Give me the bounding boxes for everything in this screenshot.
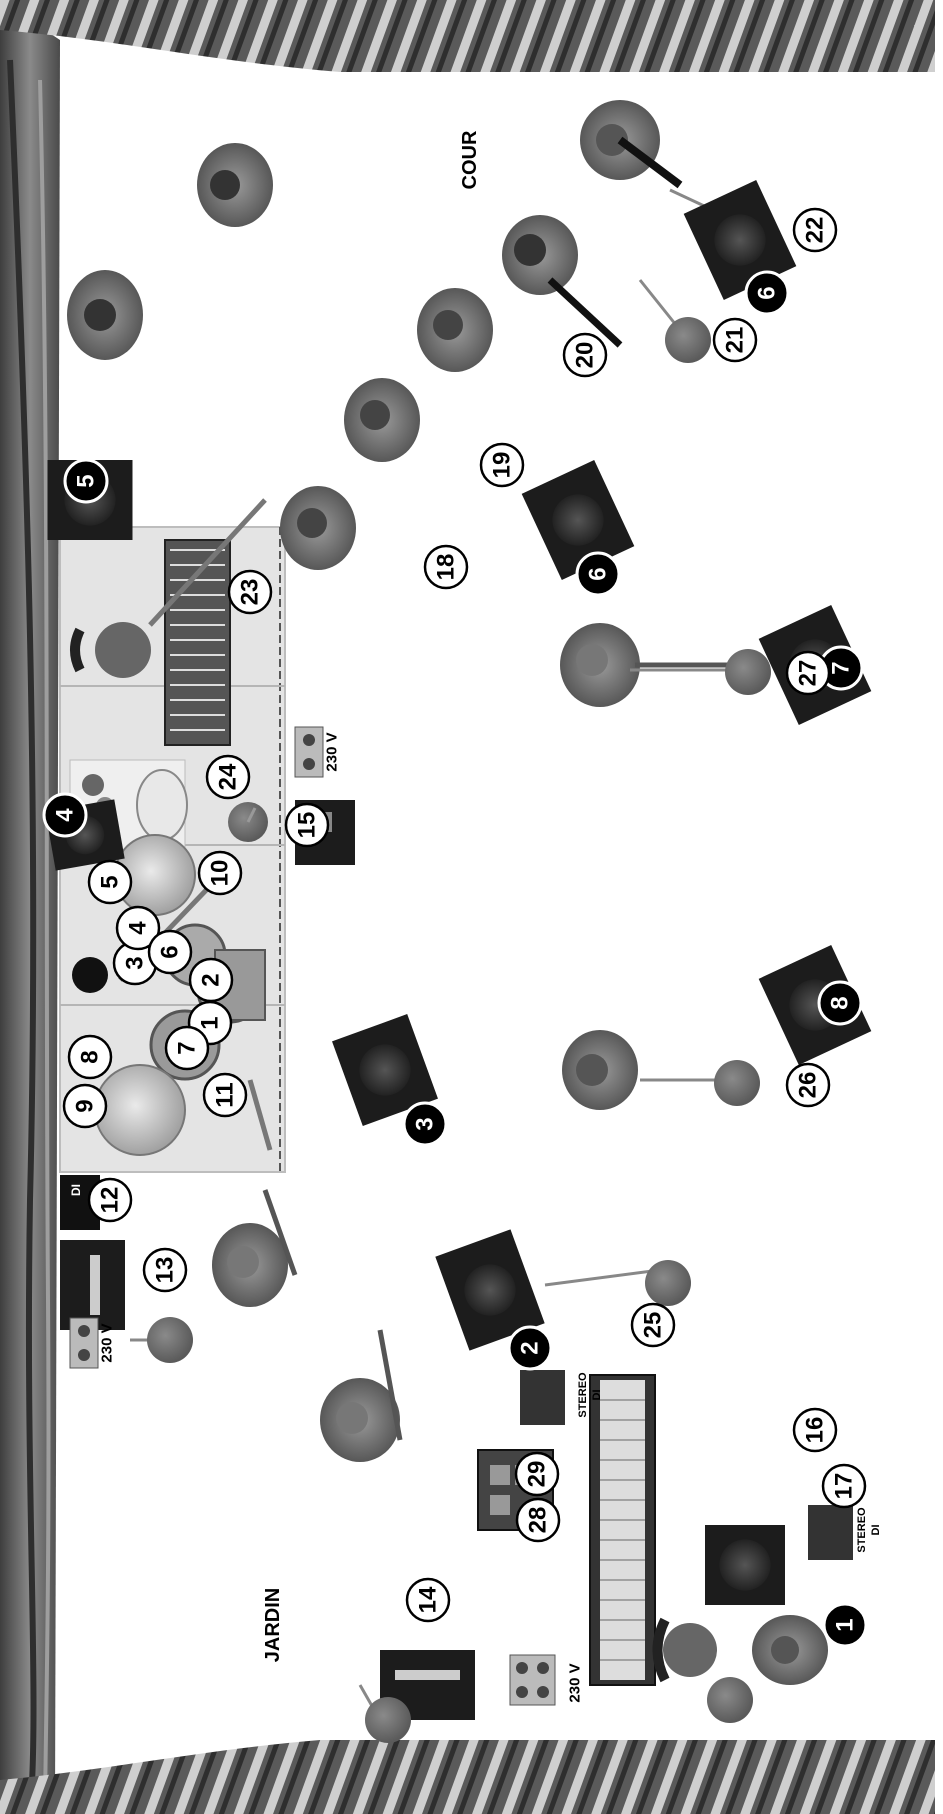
monitor-number: 1	[832, 1618, 859, 1631]
input-number: 21	[722, 327, 749, 354]
input-channel-2: 2	[190, 959, 232, 1001]
input-channel-23: 23	[229, 571, 271, 613]
input-number: 1	[197, 1016, 224, 1029]
monitor-wedge-9: 8	[759, 945, 872, 1065]
monitor-wedge-7: 6	[684, 180, 797, 314]
input-number: 6	[157, 945, 184, 958]
stereo-di-label-1-line2: DI	[591, 1390, 603, 1401]
input-number: 13	[152, 1257, 179, 1284]
input-number: 26	[795, 1072, 822, 1099]
input-channel-9: 9	[64, 1085, 106, 1127]
input-number: 22	[802, 217, 829, 244]
input-channel-5: 5	[89, 861, 131, 903]
input-number: 11	[212, 1082, 239, 1107]
input-number: 7	[174, 1041, 201, 1054]
input-channel-13: 13	[144, 1249, 186, 1291]
input-channel-10: 10	[199, 852, 241, 894]
input-number: 4	[125, 921, 152, 935]
power-label-1: 230 V	[324, 732, 341, 771]
keys-player	[658, 1620, 718, 1680]
monitor-number: 2	[517, 1341, 544, 1354]
power-outlet-3	[510, 1655, 555, 1705]
input-number: 27	[795, 660, 822, 687]
monitor-number: 8	[827, 996, 854, 1009]
monitor-wedge-5: 5	[48, 460, 133, 540]
input-number: 25	[640, 1312, 667, 1339]
input-channel-18: 18	[425, 546, 467, 588]
curtain-top	[0, 0, 943, 72]
input-number: 16	[802, 1417, 829, 1444]
monitor-number: 4	[52, 808, 79, 822]
input-channel-15: 15	[286, 804, 328, 846]
input-number: 19	[489, 452, 516, 479]
stereo-di-box-left	[520, 1370, 565, 1425]
input-channel-8: 8	[69, 1036, 111, 1078]
input-number: 18	[433, 554, 460, 581]
monitor-number: 5	[73, 474, 100, 487]
input-number: 29	[524, 1461, 551, 1488]
input-number: 15	[294, 812, 321, 839]
stereo-di-box-right	[808, 1505, 853, 1560]
input-channel-17: 17	[823, 1465, 865, 1507]
stereo-di-label-1-line1: STEREO	[577, 1372, 589, 1418]
stereo-di-label-2-line2: DI	[870, 1525, 882, 1536]
monitor-wedge-6: 6	[522, 460, 635, 595]
input-number: 12	[97, 1187, 124, 1214]
right-margin	[935, 0, 943, 1814]
input-channel-7: 7	[166, 1027, 208, 1069]
input-number: 8	[77, 1050, 104, 1063]
monitor-number: 6	[585, 567, 612, 580]
keyboard	[590, 1375, 655, 1685]
input-channel-6: 6	[149, 931, 191, 973]
input-channel-26: 26	[787, 1064, 829, 1106]
input-number: 3	[122, 956, 149, 969]
monitor-number: 3	[412, 1117, 439, 1130]
input-number: 14	[415, 1586, 442, 1613]
input-channel-27: 27	[787, 652, 829, 694]
monitor-wedge-4: 4	[44, 794, 125, 871]
monitor-number: 6	[754, 286, 781, 299]
input-channel-25: 25	[632, 1304, 674, 1346]
input-number: 5	[97, 875, 124, 888]
input-number: 2	[198, 973, 225, 986]
curtain-left	[0, 0, 60, 1814]
input-number: 24	[215, 763, 242, 790]
power-outlet-2	[70, 1318, 98, 1368]
input-channel-11: 11	[204, 1074, 246, 1116]
input-number: 9	[72, 1099, 99, 1112]
input-channel-22: 22	[794, 209, 836, 251]
power-label-3: 230 V	[567, 1663, 584, 1702]
curtain-bottom	[0, 1740, 943, 1814]
monitor-wedge-3: 3	[332, 1014, 446, 1145]
power-label-2: 230 V	[99, 1323, 116, 1362]
monitor-number: 7	[828, 661, 855, 674]
input-number: 23	[237, 579, 264, 606]
input-number: 20	[572, 342, 599, 369]
percussion-mic	[228, 802, 268, 842]
jardin-label: JARDIN	[262, 1588, 284, 1662]
bass-amp	[60, 1240, 125, 1330]
input-number: 17	[831, 1473, 858, 1500]
input-channel-14: 14	[407, 1579, 449, 1621]
input-channel-21: 21	[714, 319, 756, 361]
di-box-label: DI	[69, 1184, 83, 1196]
input-channel-29: 29	[516, 1453, 558, 1495]
input-channel-24: 24	[207, 756, 249, 798]
cour-label: COUR	[459, 130, 481, 189]
input-channel-16: 16	[794, 1409, 836, 1451]
monitor-wedge-2: 2	[435, 1229, 551, 1369]
input-number: 28	[525, 1507, 552, 1534]
stereo-di-label-2-line1: STEREO	[856, 1507, 868, 1553]
input-channel-12: 12	[89, 1179, 131, 1221]
power-outlet-1	[295, 727, 323, 777]
input-number: 10	[207, 860, 234, 887]
input-channel-28: 28	[517, 1499, 559, 1541]
input-channel-20: 20	[564, 334, 606, 376]
input-channel-19: 19	[481, 444, 523, 486]
